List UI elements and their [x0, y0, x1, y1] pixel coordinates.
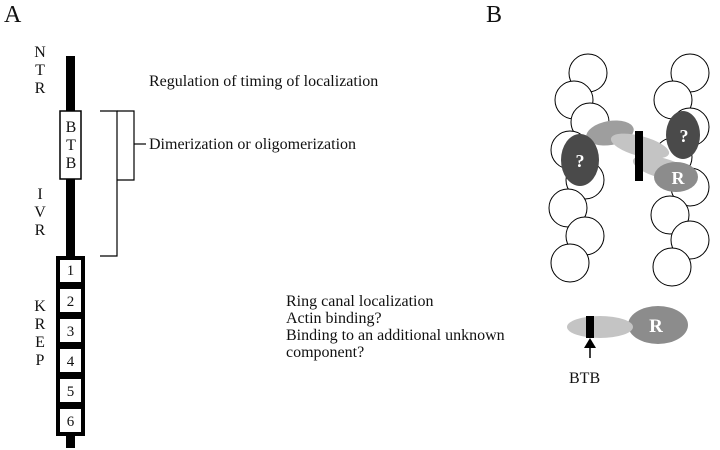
kelch-repeat-number: 1	[66, 263, 75, 279]
ivr-label: I V R	[30, 186, 50, 240]
function-line: component?	[286, 344, 365, 361]
krep-letter: R	[34, 316, 46, 333]
function-line: Ring canal localization	[286, 293, 434, 310]
btb-domain-box	[59, 110, 82, 180]
ntr-label: N T R	[30, 44, 50, 98]
function-annotation: Ring canal localization Actin binding? B…	[286, 293, 505, 361]
repeat-domain-ellipse	[654, 162, 698, 192]
dimerization-annotation: Dimerization or oligomerization	[149, 136, 357, 153]
ntr-letter: R	[34, 80, 46, 97]
kelch-repeat-number: 6	[66, 414, 75, 430]
panel-a-letter: A	[4, 2, 22, 28]
function-line: Actin binding?	[286, 310, 382, 327]
inner-bracket	[117, 110, 135, 181]
btb-label: B T B	[61, 119, 81, 173]
kelch-repeat-number: 5	[66, 384, 75, 400]
protein-backbone	[66, 56, 75, 448]
repeat-mark-monomer: R	[649, 316, 663, 337]
ivr-letter: I	[37, 186, 43, 203]
ntr-letter: T	[35, 62, 45, 79]
panel-b-letter: B	[486, 2, 503, 28]
ivr-letter: V	[34, 204, 46, 221]
unknown-mark-right: ?	[680, 126, 689, 146]
dimer-interface-bar	[635, 131, 643, 181]
kelch-repeat-number: 4	[66, 354, 75, 370]
kelch-repeat-number: 2	[66, 294, 75, 310]
kelch-repeat-numbers: 1 2 3 4 5 6	[58, 258, 83, 438]
unknown-domain-right	[666, 111, 700, 159]
monomer-btb-ellipse	[567, 316, 633, 338]
btb-letter: T	[66, 137, 76, 154]
kelch-monomer	[567, 306, 688, 358]
unknown-mark-left: ?	[576, 151, 585, 171]
monomer-btb-bar	[586, 316, 594, 338]
krep-label: K R E P	[30, 298, 50, 370]
kelch-repeat-box-1	[56, 256, 85, 286]
kelch-repeat-number: 3	[66, 324, 75, 340]
ivr-letter: R	[34, 222, 46, 239]
kelch-repeat-box-6	[56, 405, 85, 436]
btb-letter: B	[65, 119, 77, 136]
krep-letter: P	[35, 352, 45, 369]
btb-pointer-label: BTB	[569, 370, 601, 387]
btb-letter: B	[65, 155, 77, 172]
outer-bracket	[100, 110, 118, 257]
krep-letter: E	[35, 334, 45, 351]
kelch-repeat-box-2	[56, 285, 85, 316]
unknown-domain-left	[561, 134, 599, 186]
monomer-repeat-ellipse	[628, 306, 688, 344]
ntr-letter: N	[34, 44, 46, 61]
timing-annotation: Regulation of timing of localization	[149, 73, 379, 90]
kelch-repeat-box-3	[56, 315, 85, 346]
krep-letter: K	[34, 298, 46, 315]
function-line: Binding to an additional unknown	[286, 327, 505, 344]
kelch-repeat-box-5	[56, 375, 85, 406]
kelch-repeats	[56, 256, 85, 436]
kelch-dimer	[561, 111, 700, 192]
arrow-up-icon	[584, 338, 596, 348]
repeat-mark-dimer: R	[672, 168, 686, 188]
dimerization-bracket	[100, 110, 146, 257]
kelch-repeat-box-4	[56, 345, 85, 376]
